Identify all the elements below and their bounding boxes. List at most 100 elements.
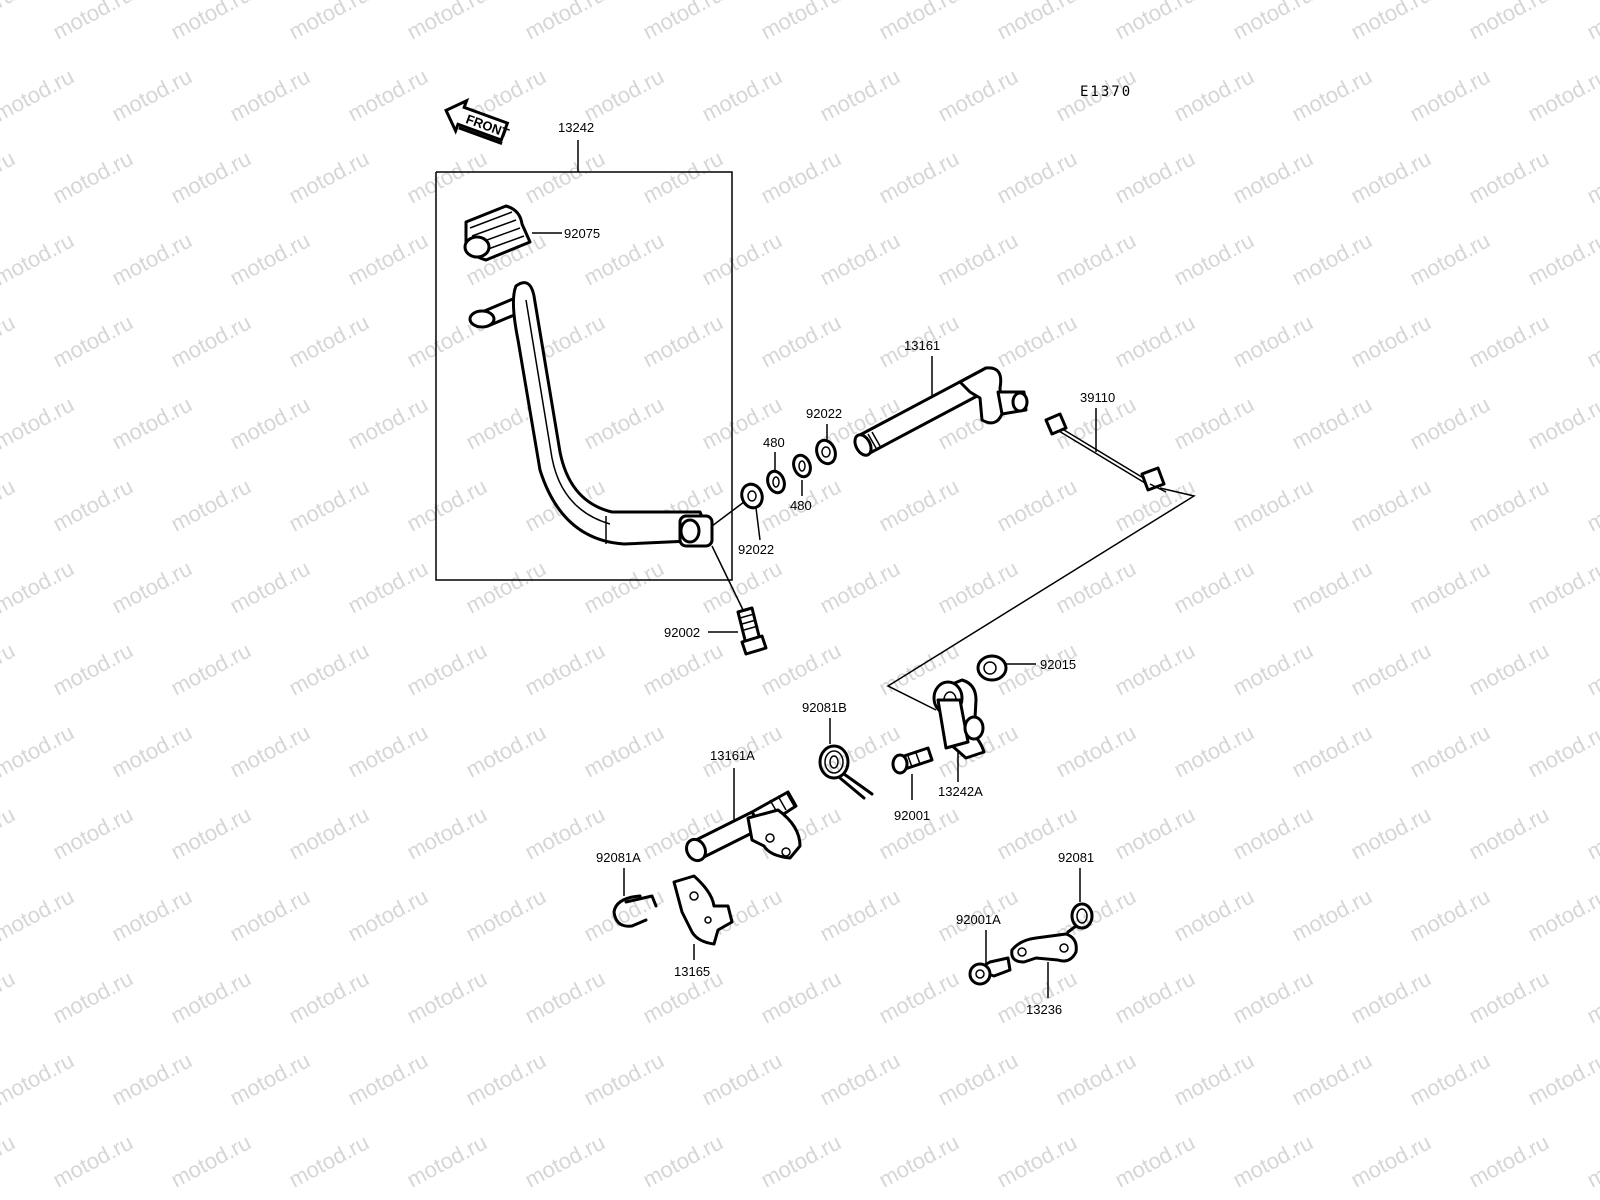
label-92081B: 92081B	[802, 700, 847, 715]
watermark-text: motod.ru	[1229, 966, 1317, 1029]
label-92022-top: 92022	[806, 406, 842, 421]
watermark-text: motod.ru	[344, 228, 432, 291]
watermark-text: motod.ru	[521, 638, 609, 701]
watermark-text: motod.ru	[1229, 0, 1317, 44]
watermark-text: motod.ru	[344, 884, 432, 947]
watermark-text: motod.ru	[1465, 1130, 1553, 1193]
watermark-text: motod.ru	[403, 1130, 491, 1193]
shift-pedal-icon	[468, 281, 714, 548]
watermark-text: motod.ru	[639, 146, 727, 209]
watermark-text: motod.ru	[462, 720, 550, 783]
plate-13165-icon	[672, 874, 734, 946]
label-13236: 13236	[1026, 1002, 1062, 1017]
label-13161: 13161	[904, 338, 940, 353]
watermark-text: motod.ru	[285, 310, 373, 373]
bolt-92001A-icon	[968, 956, 1012, 986]
watermark-text: motod.ru	[1229, 802, 1317, 865]
watermark-text: motod.ru	[875, 1130, 963, 1193]
watermark-text: motod.ru	[1229, 474, 1317, 537]
watermark-text: motod.ru	[1052, 556, 1140, 619]
watermark-text: motod.ru	[1465, 310, 1553, 373]
watermark-text: motod.ru	[1288, 720, 1376, 783]
label-39110: 39110	[1080, 390, 1115, 405]
watermark-text: motod.ru	[757, 966, 845, 1029]
watermark-text: motod.ru	[1347, 310, 1435, 373]
watermark-text: motod.ru	[993, 474, 1081, 537]
circlip-480-top-icon	[766, 469, 786, 495]
diagram-code: E1370	[1080, 84, 1132, 100]
watermark-text: motod.ru	[49, 638, 137, 701]
pedal-rubber-icon	[463, 204, 532, 262]
watermark-text: motod.ru	[1583, 146, 1600, 209]
watermark-text: motod.ru	[1347, 0, 1435, 44]
watermark-text: motod.ru	[1347, 966, 1435, 1029]
watermark-text: motod.ru	[1170, 64, 1258, 127]
watermark-text: motod.ru	[993, 0, 1081, 44]
watermark-text: motod.ru	[1524, 64, 1600, 127]
watermark-text: motod.ru	[875, 474, 963, 537]
label-13242A: 13242A	[938, 784, 983, 799]
watermark-text: motod.ru	[934, 1048, 1022, 1111]
watermark-text: motod.ru	[108, 228, 196, 291]
watermark-text: motod.ru	[167, 146, 255, 209]
watermark-text: motod.ru	[1583, 0, 1600, 44]
tie-rod-39110-icon	[1044, 412, 1167, 493]
label-480-bottom: 480	[790, 498, 812, 513]
watermark-text: motod.ru	[875, 0, 963, 44]
watermark-text: motod.ru	[49, 802, 137, 865]
watermark-text: motod.ru	[934, 556, 1022, 619]
lever-13242A-icon	[932, 678, 986, 760]
watermark-text: motod.ru	[757, 638, 845, 701]
watermark-text: motod.ru	[993, 146, 1081, 209]
watermark-text: motod.ru	[344, 556, 432, 619]
label-13165: 13165	[674, 964, 710, 979]
label-92015: 92015	[1040, 657, 1076, 672]
watermark-text: motod.ru	[993, 1130, 1081, 1193]
watermark-text: motod.ru	[49, 0, 137, 44]
watermark-text: motod.ru	[1406, 884, 1494, 947]
watermark-text: motod.ru	[1583, 802, 1600, 865]
watermark-text: motod.ru	[1111, 802, 1199, 865]
watermark-text: motod.ru	[226, 720, 314, 783]
watermark-text: motod.ru	[49, 474, 137, 537]
watermark-text: motod.ru	[49, 310, 137, 373]
watermark-text: motod.ru	[875, 146, 963, 209]
watermark-text: motod.ru	[1406, 64, 1494, 127]
watermark-text: motod.ru	[285, 146, 373, 209]
watermark-text: motod.ru	[1347, 638, 1435, 701]
watermark-text: motod.ru	[1583, 638, 1600, 701]
nut-92015-icon	[976, 654, 1008, 682]
watermark-text: motod.ru	[49, 1130, 137, 1193]
watermark-text: motod.ru	[757, 310, 845, 373]
watermark-text: motod.ru	[0, 1130, 19, 1193]
watermark-text: motod.ru	[167, 638, 255, 701]
watermark-text: motod.ru	[1465, 966, 1553, 1029]
watermark-text: motod.ru	[1111, 638, 1199, 701]
watermark-text: motod.ru	[816, 64, 904, 127]
label-92001: 92001	[894, 808, 930, 823]
watermark-text: motod.ru	[521, 0, 609, 44]
watermark-text: motod.ru	[167, 966, 255, 1029]
watermark-text: motod.ru	[285, 0, 373, 44]
watermark-text: motod.ru	[1288, 64, 1376, 127]
label-92022-bottom: 92022	[738, 542, 774, 557]
washer-92022-top-icon	[815, 438, 837, 466]
watermark-text: motod.ru	[698, 1048, 786, 1111]
watermark-text: motod.ru	[1111, 146, 1199, 209]
watermark-text: motod.ru	[639, 0, 727, 44]
label-13161A: 13161A	[710, 748, 755, 763]
watermark-text: motod.ru	[521, 146, 609, 209]
watermark-text: motod.ru	[108, 556, 196, 619]
watermark-text: motod.ru	[1524, 556, 1600, 619]
watermark-text: motod.ru	[1170, 720, 1258, 783]
watermark-text: motod.ru	[816, 884, 904, 947]
watermark-text: motod.ru	[1111, 1130, 1199, 1193]
watermark-text: motod.ru	[698, 64, 786, 127]
watermark-text: motod.ru	[167, 802, 255, 865]
watermark-text: motod.ru	[1347, 802, 1435, 865]
watermark-text: motod.ru	[1052, 1048, 1140, 1111]
watermark-text: motod.ru	[1524, 720, 1600, 783]
watermark-text: motod.ru	[816, 1048, 904, 1111]
